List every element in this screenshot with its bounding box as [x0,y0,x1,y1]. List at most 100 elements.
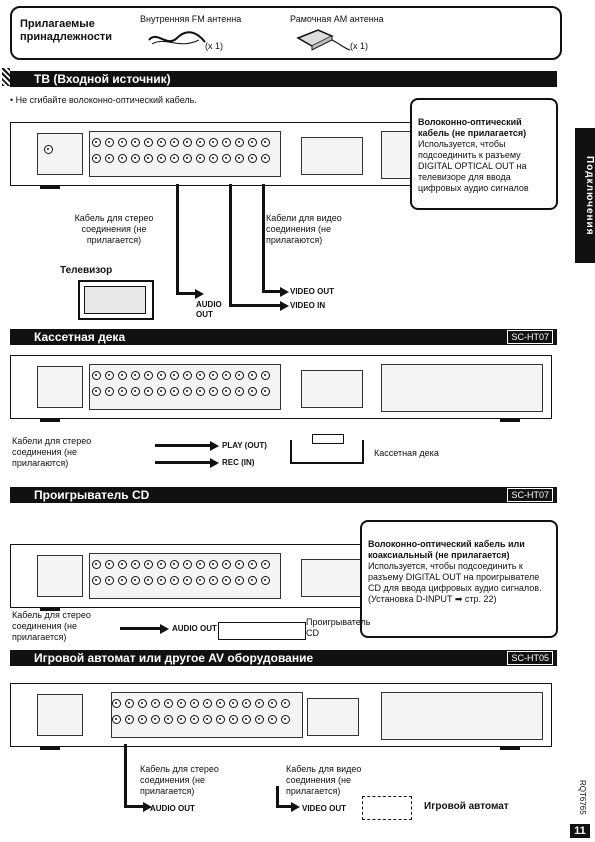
rca-jack [144,576,153,585]
rca-jack [118,387,127,396]
rca-jack [196,387,205,396]
rca-jack [183,371,192,380]
rca-jack [92,560,101,569]
rca-jack [261,387,270,396]
rca-jack [196,576,205,585]
rca-jack [183,560,192,569]
rca-jack [157,371,166,380]
tv-set-image [78,280,154,320]
game-video-cable-label: Кабель для видео соединения (не прилагае… [286,764,362,796]
rca-jack [281,699,290,708]
rca-jack [105,576,114,585]
rca-jack [281,715,290,724]
rca-jack [235,576,244,585]
rca-jack [151,699,160,708]
rca-jack [209,560,218,569]
tv-video-cable-2h [262,290,281,293]
game-device-label: Игровой автомат [424,801,509,812]
section-header-cd: Проигрыватель CD SC-HT07 [10,487,557,503]
rca-jack [125,699,134,708]
fm-antenna-image [148,31,206,45]
game-audio-cable-h [124,805,144,808]
tv-stereo-cable-label: Кабель для стерео соединения (не прилага… [74,213,154,245]
rca-jack [118,560,127,569]
rca-jack [209,154,218,163]
optical-input-panel-c [301,370,363,408]
rca-jack [105,560,114,569]
rca-jack [177,715,186,724]
game-video-out-label: VIDEO OUT [302,804,347,813]
rca-jack [216,715,225,724]
cd-audio-arrow [160,624,169,634]
fm-antenna-qty: (x 1) [205,41,223,51]
rca-jack [248,576,257,585]
receiver-rear-panel-game [10,683,552,747]
foot-left [40,185,60,189]
rca-jack [229,715,238,724]
rca-jack [216,699,225,708]
cd-cable-label: Кабель для стерео соединения (не прилага… [12,610,91,642]
antenna-terminals-g [37,694,83,736]
rca-jack [235,371,244,380]
rca-jack [190,715,199,724]
rca-jack [157,154,166,163]
rca-jack [144,387,153,396]
section-title-tv: ТВ (Входной источник) [34,72,171,86]
receiver-rear-panel-cassette [10,355,552,419]
rca-jack [203,699,212,708]
rca-jack [125,715,134,724]
rca-jack [242,715,251,724]
rca-jack [144,154,153,163]
section-title-cd: Проигрыватель CD [34,488,150,502]
rca-jack [196,154,205,163]
rca-jack [183,154,192,163]
cassette-play-arrow [210,441,219,451]
rca-jack [183,576,192,585]
tv-video-cable-1 [229,184,232,306]
rca-jack [222,560,231,569]
fm-antenna-label: Внутренняя FM антенна [140,14,242,24]
rca-jack [268,715,277,724]
rca-jack [209,371,218,380]
rca-jack [183,138,192,147]
rca-jack [255,715,264,724]
rca-jack [222,387,231,396]
foot-left-cd [40,607,60,611]
cassette-deck-label: Кассетная дека [374,448,439,458]
rca-jack [157,138,166,147]
cd-cable [120,627,162,630]
rca-jack [105,154,114,163]
tv-audio-cable-h [176,292,196,295]
foot-right-g [500,746,520,750]
rca-jack [261,560,270,569]
side-tab-connections: Подключения [575,128,595,263]
accessories-title: Прилагаемые принадлежности [20,18,112,43]
doc-code: RQT6765 [578,780,587,815]
optical-input-panel-g [307,698,359,736]
rca-jack [261,138,270,147]
game-console-image [362,796,412,820]
rca-jack [144,138,153,147]
rca-jack [170,138,179,147]
tv-optical-callout: Волоконно-оптический кабель (не прилагае… [410,98,558,210]
rca-jack [235,138,244,147]
optical-input-panel-cd [301,559,363,597]
rca-jack [261,371,270,380]
rca-jack [144,371,153,380]
section-header-game: Игровой автомат или другое AV оборудован… [10,650,557,666]
rca-jack [183,387,192,396]
rca-jack [255,699,264,708]
rca-jack [196,138,205,147]
cassette-rec-in-label: REC (IN) [222,458,255,467]
rca-jack [235,387,244,396]
rca-jack [92,576,101,585]
rca-jack [203,715,212,724]
rca-jack [92,371,101,380]
rca-jack [131,371,140,380]
game-audio-out-label: AUDIO OUT [150,804,195,813]
section-header-tv: ТВ (Входной источник) [10,71,557,87]
rca-jack [209,387,218,396]
rca-jack [164,699,173,708]
cd-callout-body: Используется, чтобы подсоединить к разъе… [368,561,542,604]
rca-jack [157,387,166,396]
